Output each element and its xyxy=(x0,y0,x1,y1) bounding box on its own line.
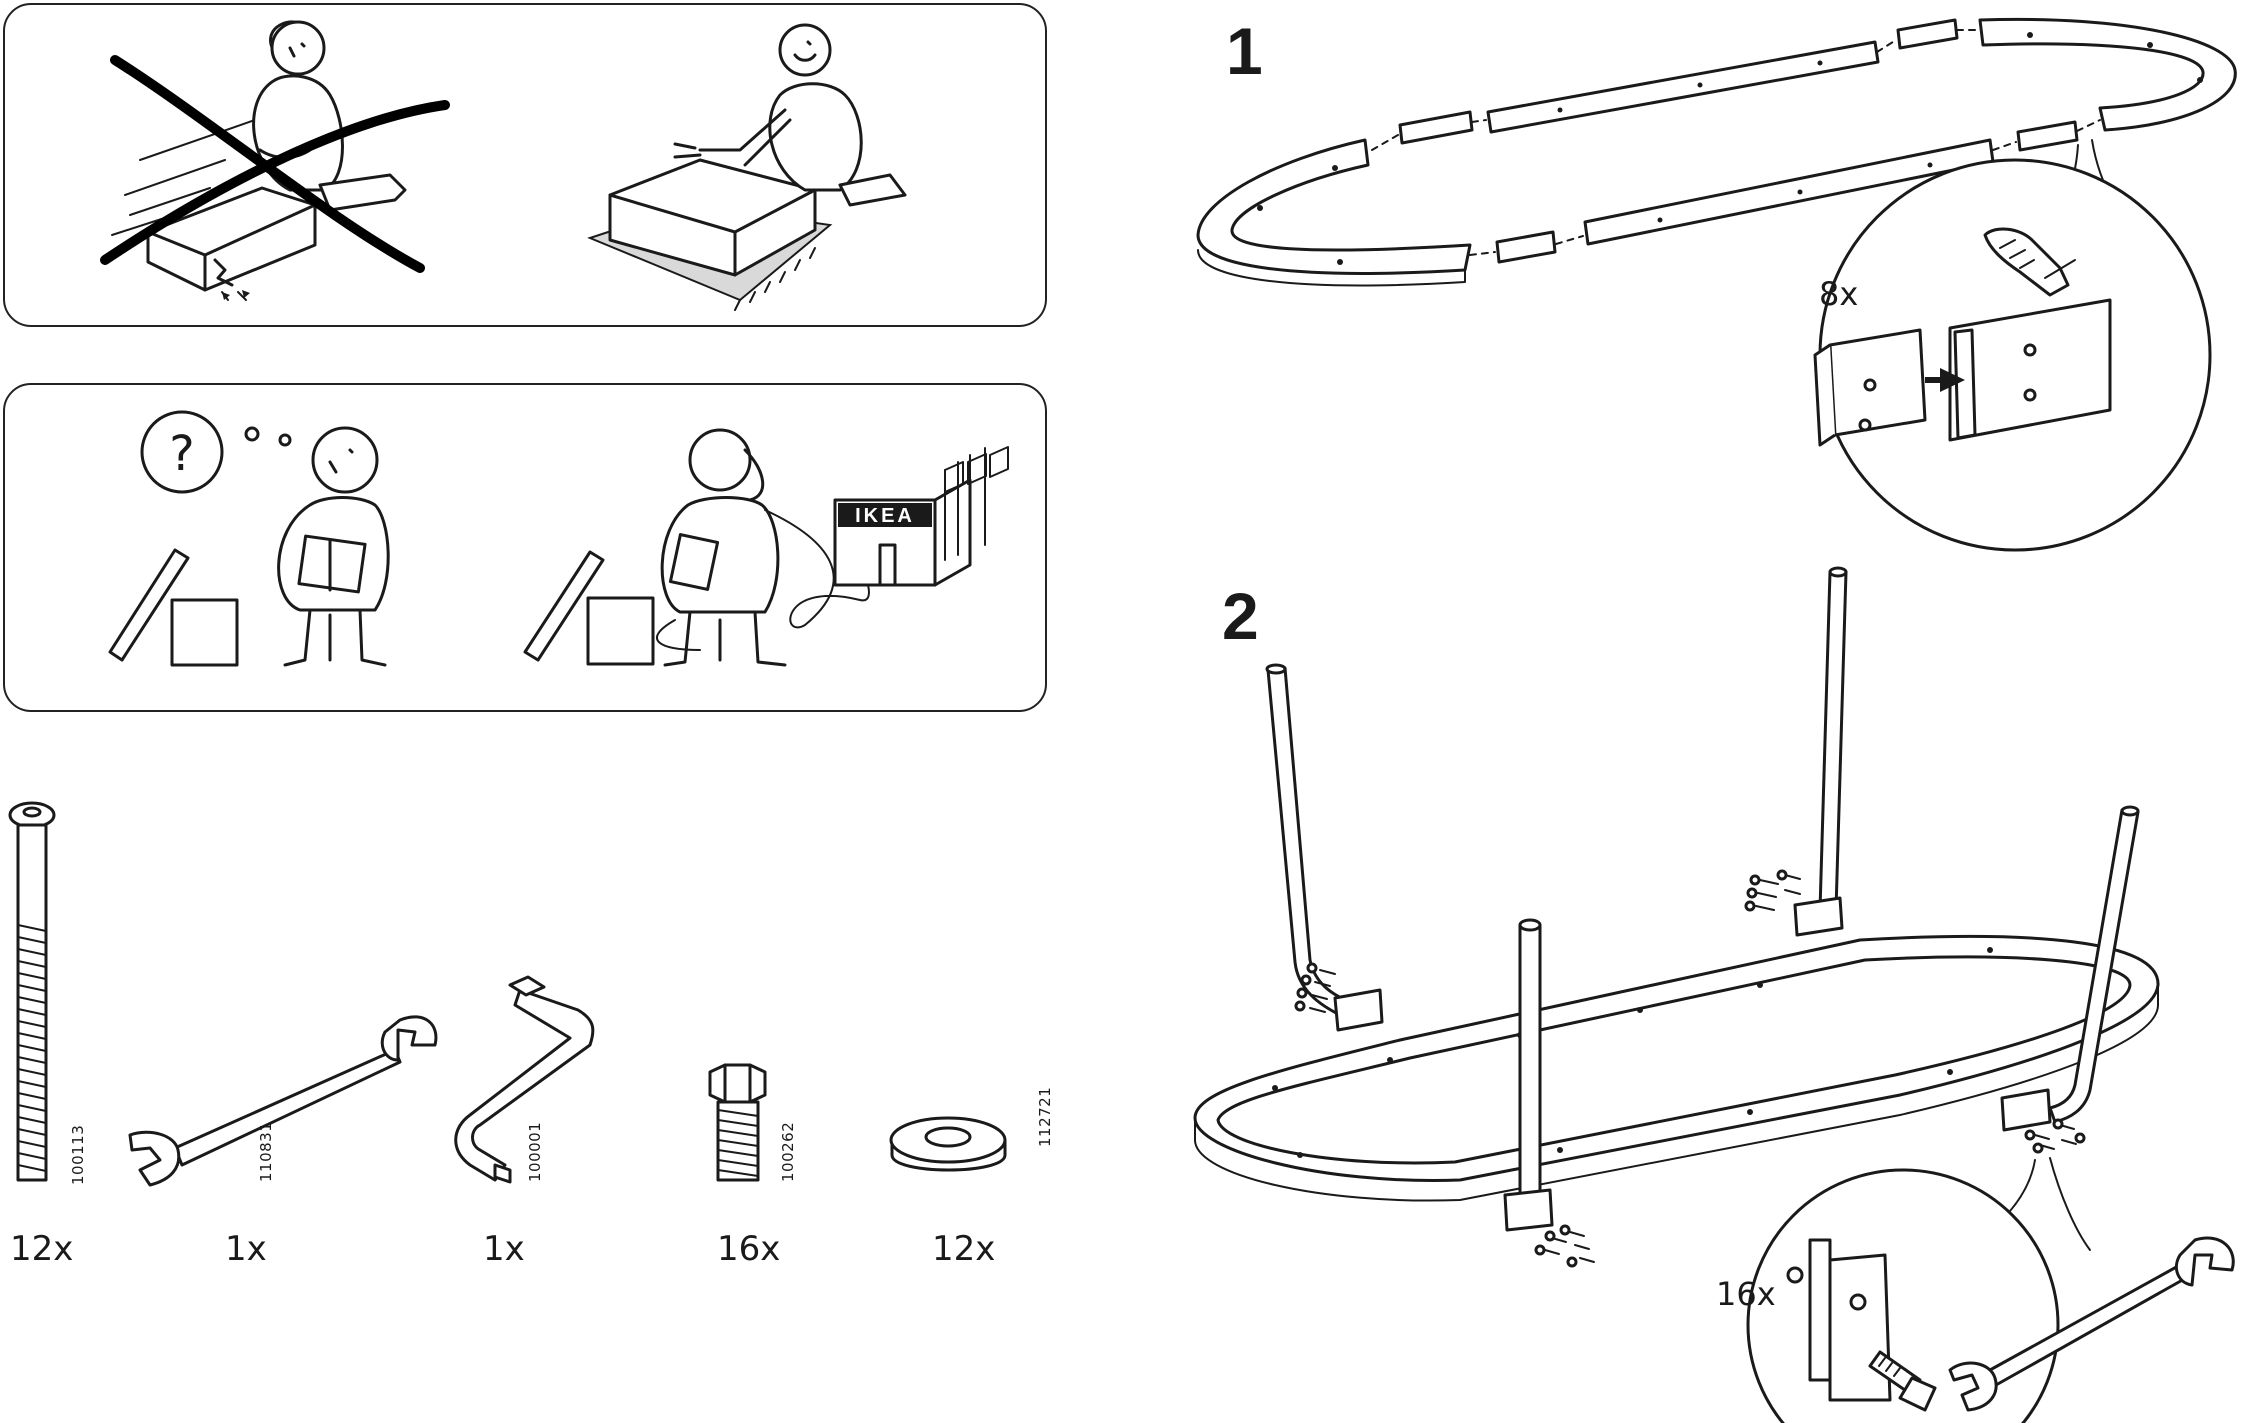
panel-protect-floor xyxy=(3,3,1047,327)
step-number-1: 1 xyxy=(1226,14,1263,88)
part-number-bolt: 100113 xyxy=(69,1124,87,1185)
part-number-hex-bolt: 100262 xyxy=(779,1121,797,1182)
step-2-quantity: 16x xyxy=(1716,1275,1776,1313)
panel-help xyxy=(3,383,1047,712)
quantity-washer: 12x xyxy=(932,1229,996,1269)
part-number-wrench: 110831 xyxy=(257,1121,275,1182)
quantity-bolt: 12x xyxy=(10,1229,74,1269)
quantity-hex-bolt: 16x xyxy=(717,1229,781,1269)
step-number-2: 2 xyxy=(1222,579,1259,653)
store-sign: IKEA xyxy=(855,505,915,527)
quantity-wrench: 1x xyxy=(225,1229,267,1269)
step-1-quantity: 8x xyxy=(1819,275,1859,313)
part-number-allen-key: 100001 xyxy=(526,1121,544,1182)
part-number-washer: 112721 xyxy=(1036,1086,1054,1147)
quantity-allen-key: 1x xyxy=(483,1229,525,1269)
